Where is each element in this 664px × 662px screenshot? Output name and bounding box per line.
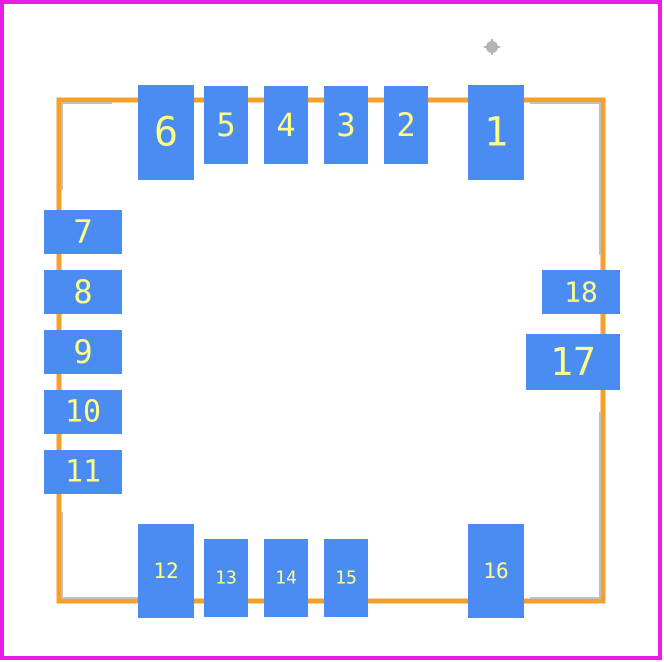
pad-1: 1 <box>468 85 524 180</box>
pad-17: 17 <box>526 334 620 390</box>
pad-label: 10 <box>65 395 101 430</box>
pad-10: 10 <box>44 390 122 434</box>
pad-label: 11 <box>65 455 101 490</box>
crosshair-origin-icon <box>484 39 500 55</box>
pad-label: 13 <box>215 568 237 589</box>
pad-body <box>542 270 620 314</box>
pad-label: 15 <box>335 568 357 589</box>
pad-label: 14 <box>275 568 297 589</box>
pad-body <box>44 390 122 434</box>
pad-label: 18 <box>564 276 598 309</box>
pad-16: 16 <box>468 524 524 618</box>
pad-body <box>384 86 428 164</box>
pad-12: 12 <box>138 524 194 618</box>
pad-body <box>44 450 122 494</box>
pad-label: 6 <box>154 110 178 156</box>
pad-label: 5 <box>216 106 235 144</box>
silkscreen-marks <box>61 102 601 599</box>
pad-4: 4 <box>264 86 308 164</box>
pad-label: 12 <box>153 559 178 583</box>
pad-7: 7 <box>44 210 122 254</box>
pad-body <box>264 539 308 617</box>
silkscreen-corner-bottom-right <box>530 412 601 599</box>
pad-body <box>138 524 194 618</box>
pad-18: 18 <box>542 270 620 314</box>
pad-body <box>264 86 308 164</box>
pad-body <box>324 86 368 164</box>
pad-label: 9 <box>73 333 92 371</box>
pad-label: 2 <box>396 106 415 144</box>
pad-8: 8 <box>44 270 122 314</box>
silkscreen-corner-top-left <box>61 102 112 190</box>
pad-11: 11 <box>44 450 122 494</box>
pad-14: 14 <box>264 539 308 617</box>
pad-2: 2 <box>384 86 428 164</box>
pad-6: 6 <box>138 85 194 180</box>
pad-3: 3 <box>324 86 368 164</box>
silkscreen-corner-top-right <box>530 102 601 255</box>
pad-body <box>468 85 524 180</box>
pad-body <box>138 85 194 180</box>
pad-label: 4 <box>276 106 295 144</box>
pad-label: 3 <box>336 106 355 144</box>
pad-5: 5 <box>204 86 248 164</box>
pad-label: 7 <box>73 213 92 251</box>
pad-label: 1 <box>484 110 508 156</box>
pad-label: 8 <box>73 273 92 311</box>
pad-15: 15 <box>324 539 368 617</box>
pad-9: 9 <box>44 330 122 374</box>
pad-body <box>468 524 524 618</box>
pad-label: 16 <box>483 559 508 583</box>
pad-body <box>526 334 620 390</box>
pad-13: 13 <box>204 539 248 617</box>
pad-body <box>204 539 248 617</box>
silkscreen-corner-bottom-left <box>61 512 138 599</box>
pad-body <box>204 86 248 164</box>
pad-label: 17 <box>550 340 596 384</box>
pad-body <box>44 330 122 374</box>
pad-body <box>44 270 122 314</box>
pad-body <box>44 210 122 254</box>
pad-body <box>324 539 368 617</box>
